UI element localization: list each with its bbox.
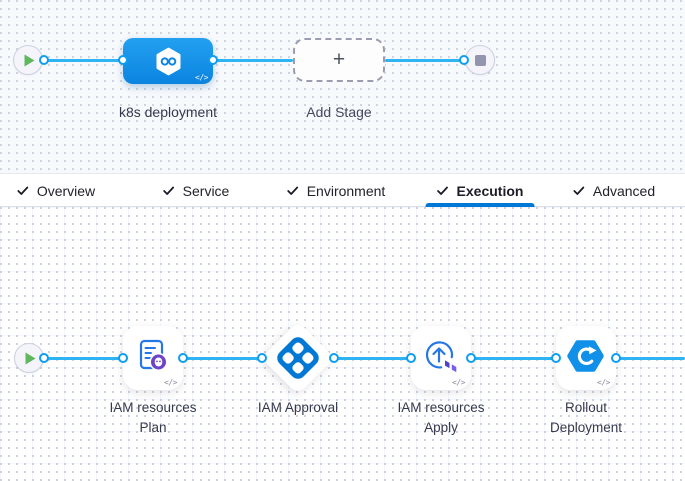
edge-connector bbox=[459, 55, 469, 65]
execution-start-node bbox=[14, 343, 44, 373]
step-label: IAM resources Apply bbox=[397, 400, 485, 436]
tab-overview[interactable]: Overview bbox=[17, 174, 95, 207]
check-icon bbox=[17, 186, 29, 195]
add-stage-label: Add Stage bbox=[306, 104, 372, 120]
approval-icon bbox=[273, 333, 323, 383]
step-node-rollout-deployment[interactable]: </> bbox=[556, 326, 616, 390]
execution-graph-canvas[interactable]: </> </> bbox=[0, 207, 685, 481]
add-stage-button[interactable]: + bbox=[293, 38, 385, 82]
yaml-code-icon[interactable]: </> bbox=[452, 378, 465, 387]
edge-connector bbox=[257, 353, 267, 363]
check-icon bbox=[287, 186, 299, 195]
edge bbox=[214, 59, 293, 62]
edge-connector bbox=[39, 353, 49, 363]
stage-config-tabs: Overview Service Environment Execution bbox=[0, 173, 685, 207]
tab-service[interactable]: Service bbox=[163, 174, 230, 207]
plus-icon: + bbox=[332, 47, 346, 71]
edge-connector bbox=[118, 353, 128, 363]
step-node-terraform-apply[interactable]: </> bbox=[411, 326, 471, 390]
edge-connector bbox=[611, 353, 621, 363]
step-label: IAM resources Plan bbox=[109, 400, 197, 436]
edge-connector bbox=[118, 55, 128, 65]
step-label: IAM Approval bbox=[257, 400, 339, 415]
edge-connector bbox=[406, 353, 416, 363]
tab-advanced[interactable]: Advanced bbox=[573, 174, 655, 207]
play-icon bbox=[24, 54, 34, 66]
edge bbox=[44, 59, 123, 62]
play-icon bbox=[25, 352, 35, 364]
step-label: Rollout Deployment bbox=[549, 400, 623, 436]
edge bbox=[334, 357, 411, 360]
stage-graph-canvas[interactable]: </> + k8s deployment Add Stage bbox=[0, 0, 685, 173]
check-icon bbox=[163, 186, 175, 195]
stage-label: k8s deployment bbox=[118, 104, 218, 120]
stage-node-k8s-deployment[interactable]: </> bbox=[123, 38, 213, 84]
rollout-deployment-icon bbox=[567, 340, 604, 372]
edge-connector bbox=[39, 55, 49, 65]
yaml-code-icon[interactable]: </> bbox=[195, 73, 208, 82]
yaml-code-icon[interactable]: </> bbox=[597, 378, 610, 387]
tab-environment[interactable]: Environment bbox=[287, 174, 386, 207]
edge-connector bbox=[178, 353, 188, 363]
active-tab-underline bbox=[425, 203, 535, 207]
yaml-code-icon[interactable]: </> bbox=[164, 378, 177, 387]
edge bbox=[183, 357, 262, 360]
edge bbox=[616, 357, 685, 360]
edge-connector bbox=[208, 55, 218, 65]
pipeline-start-node bbox=[13, 45, 43, 75]
terraform-plan-icon bbox=[139, 339, 168, 372]
edge-connector bbox=[551, 353, 561, 363]
tab-label: Overview bbox=[36, 182, 96, 199]
edge bbox=[44, 357, 123, 360]
tab-label: Service bbox=[182, 182, 230, 199]
tab-label: Execution bbox=[456, 182, 524, 199]
pipeline-end-node bbox=[465, 45, 495, 75]
check-icon bbox=[573, 186, 585, 195]
edge-connector bbox=[329, 353, 339, 363]
tab-label: Advanced bbox=[592, 182, 656, 199]
step-node-approval[interactable] bbox=[261, 321, 335, 395]
edge bbox=[471, 357, 556, 360]
tab-label: Environment bbox=[306, 182, 386, 199]
terraform-apply-icon bbox=[425, 340, 458, 374]
edge-connector bbox=[466, 353, 476, 363]
edge bbox=[385, 59, 464, 62]
cd-stage-hexagon-icon bbox=[156, 47, 180, 75]
step-node-terraform-plan[interactable]: </> bbox=[123, 326, 183, 390]
check-icon bbox=[437, 186, 448, 195]
stop-icon bbox=[474, 54, 486, 66]
tab-execution[interactable]: Execution bbox=[425, 174, 535, 207]
